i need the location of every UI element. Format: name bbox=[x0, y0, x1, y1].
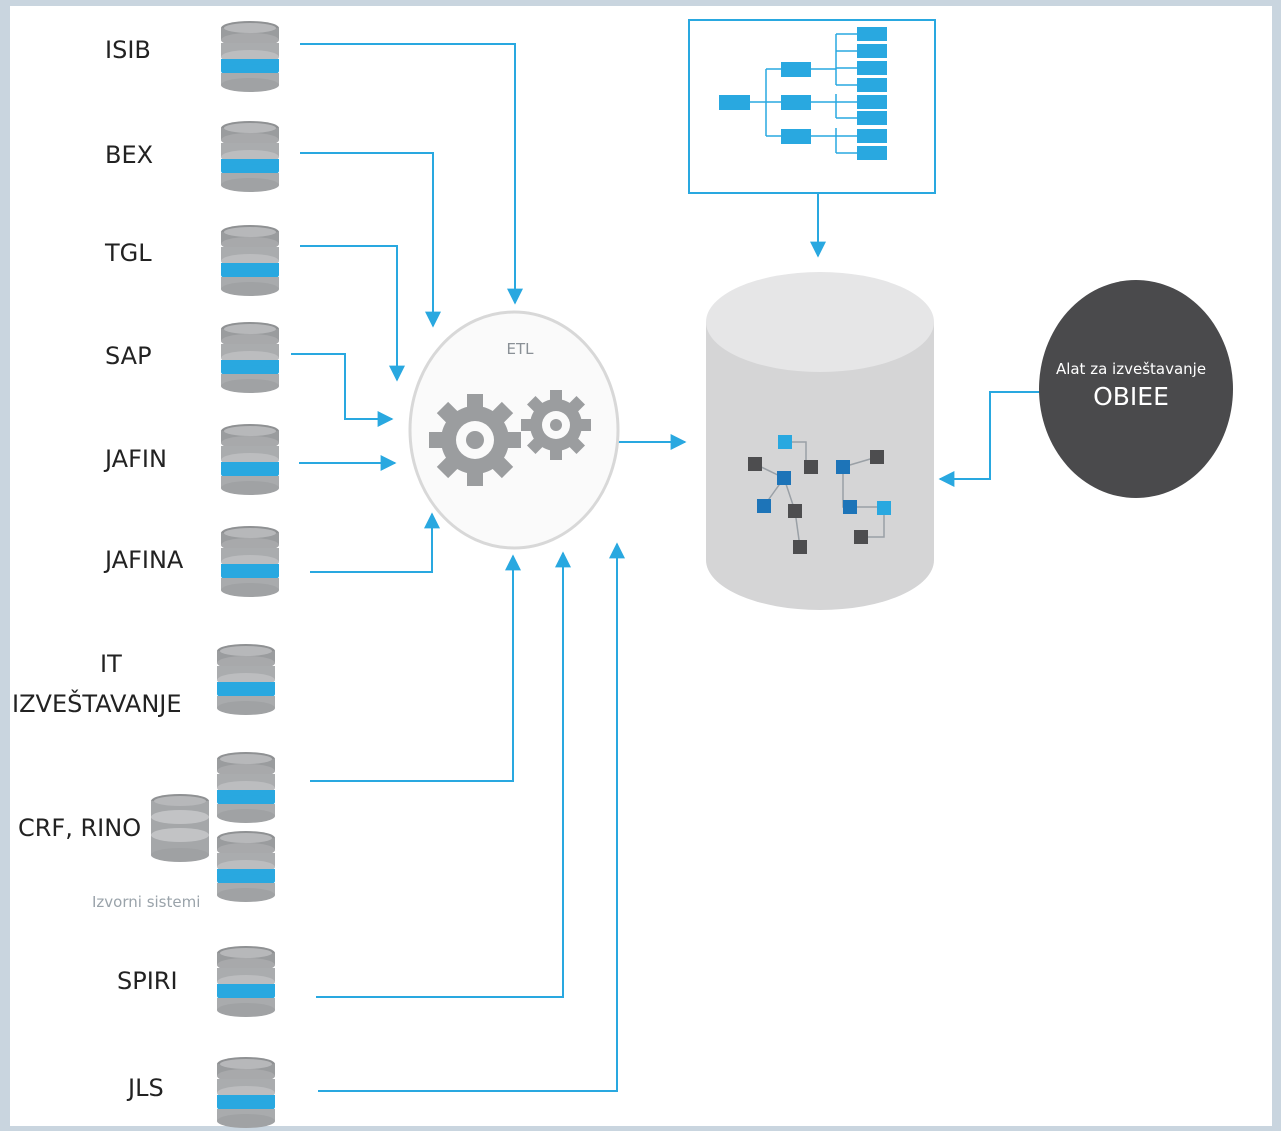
database-icon-bex bbox=[221, 121, 279, 192]
database-icon-jafina bbox=[221, 526, 279, 597]
database-icon-crf-2 bbox=[217, 831, 275, 902]
source-label-jafin: JAFIN bbox=[105, 445, 167, 473]
source-label-jls: JLS bbox=[128, 1074, 164, 1102]
source-label-crf-rino: CRF, RINO bbox=[18, 814, 142, 842]
reporting-tool-line1: Alat za izveštavanje bbox=[1055, 360, 1207, 378]
database-cylinder-icon bbox=[706, 272, 934, 610]
database-icon-it-izvestavanje bbox=[217, 644, 275, 715]
source-label-sap: SAP bbox=[105, 342, 152, 370]
etl-node bbox=[408, 310, 620, 550]
database-icon-tgl bbox=[221, 225, 279, 296]
database-icon-jafin bbox=[221, 424, 279, 495]
reporting-tool-caption: Alat za izveštavanje OBIEE bbox=[1040, 360, 1222, 411]
database-icon-isib bbox=[221, 21, 279, 92]
source-label-spiri: SPIRI bbox=[117, 967, 178, 995]
source-label-jafina: JAFINA bbox=[105, 546, 184, 574]
source-label-izvestavanje: IZVEŠTAVANJE bbox=[12, 690, 182, 718]
connector-lines bbox=[291, 43, 1040, 1092]
source-label-bex: BEX bbox=[105, 141, 154, 169]
etl-label: ETL bbox=[506, 340, 534, 358]
data-model-box bbox=[688, 19, 936, 194]
reporting-tool-line2: OBIEE bbox=[1093, 382, 1169, 411]
source-label-tgl: TGL bbox=[105, 239, 152, 267]
reporting-tool-circle bbox=[1039, 280, 1233, 498]
source-label-isib: ISIB bbox=[105, 36, 151, 64]
database-icon-sap bbox=[221, 322, 279, 393]
database-icon-crf-gray bbox=[151, 794, 209, 862]
database-icon-jls bbox=[217, 1057, 275, 1128]
database-icon-spiri bbox=[217, 946, 275, 1017]
diagram-canvas bbox=[10, 6, 1272, 1126]
source-label-it: IT bbox=[100, 650, 122, 678]
database-icon-crf-1 bbox=[217, 752, 275, 823]
source-group-note: Izvorni sistemi bbox=[92, 893, 201, 911]
